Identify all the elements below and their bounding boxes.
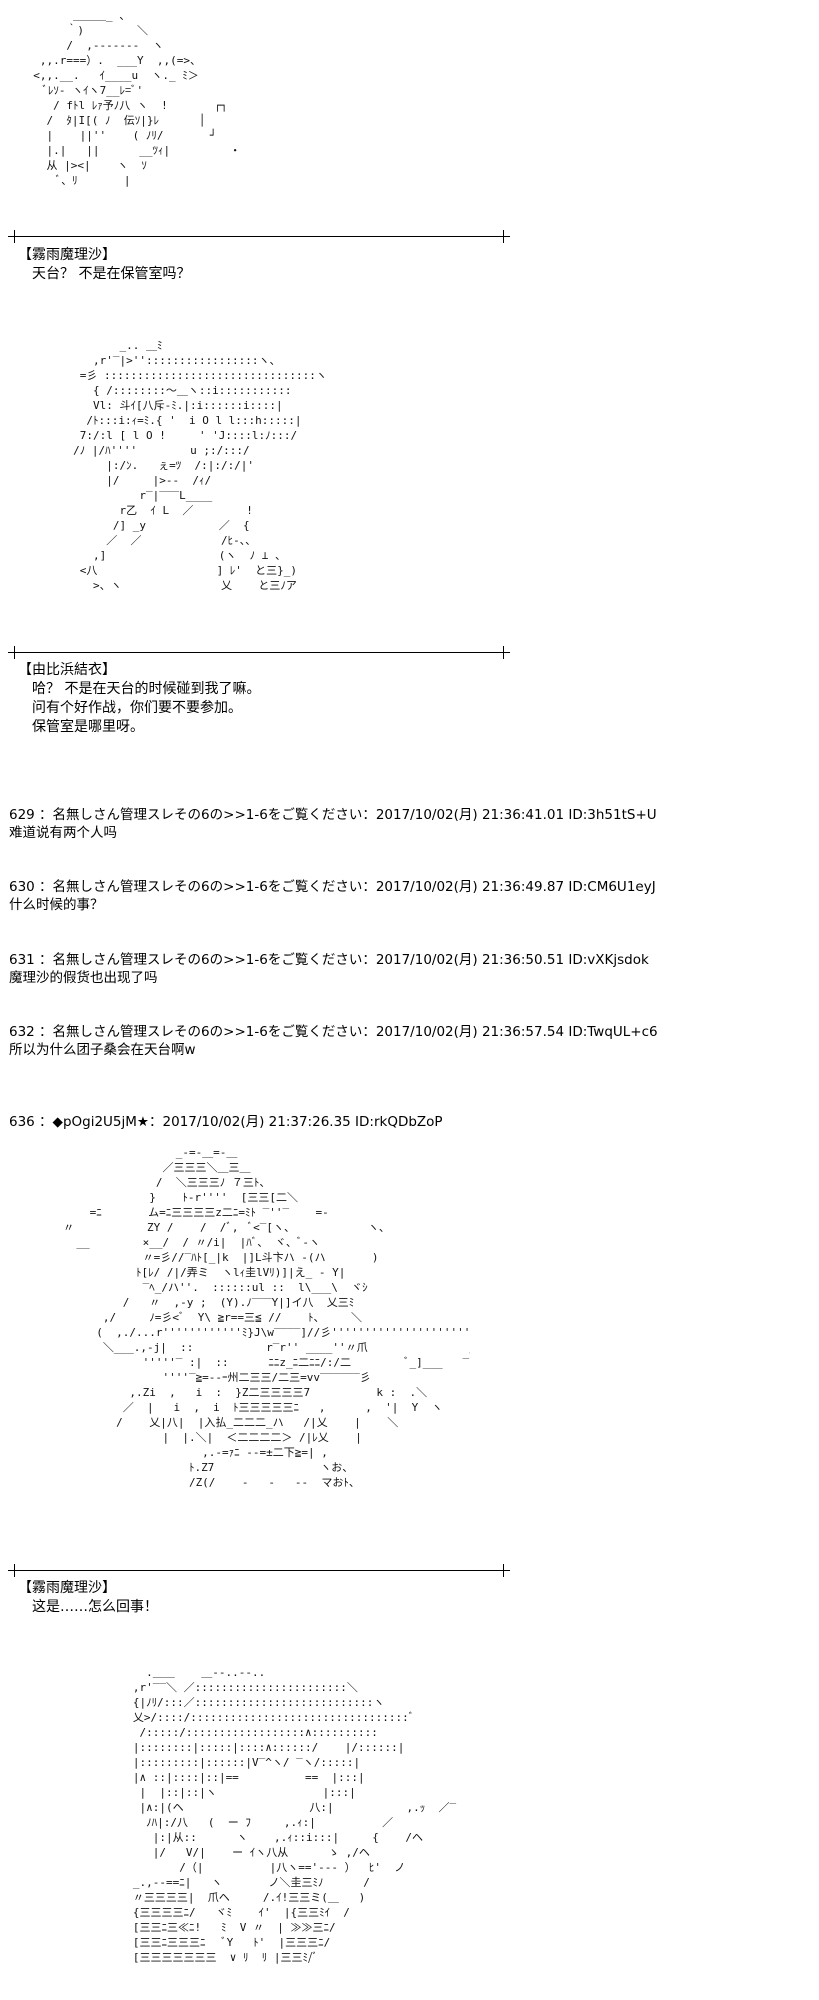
dialogue-marisa-1: 【霧雨魔理沙】 天台？ 不是在保管室吗？	[18, 246, 190, 284]
post-header: 630 ：名無しさん管理スレその6の>>1-6をご覧ください：2017/10/0…	[9, 879, 656, 895]
post-body: 难道说有两个人吗	[9, 825, 117, 841]
post-header: 629 ：名無しさん管理スレその6の>>1-6をご覧ください：2017/10/0…	[9, 807, 657, 823]
ascii-art-marisa-1: ＿＿＿_ 、 ｀) ＼ / ,------- ヽ ,,.r===）. ___Y …	[33, 9, 241, 187]
dialogue-marisa-2: 【霧雨魔理沙】 这是……怎么回事！	[18, 1579, 158, 1617]
speaker-name: 【霧雨魔理沙】	[18, 1580, 116, 1596]
post-629: 629 ：名無しさん管理スレその6の>>1-6をご覧ください：2017/10/0…	[9, 806, 657, 842]
speaker-name: 【由比浜結衣】	[18, 662, 116, 678]
speaker-name: 【霧雨魔理沙】	[18, 247, 116, 263]
section-divider	[8, 646, 510, 659]
ascii-art-sketch-1: .＿＿ ＿--..--.. ,r'‾‾＼ ／::::::::::::::::::…	[132, 1666, 457, 1964]
post-body: 所以为什么团子桑会在天台啊w	[9, 1042, 196, 1058]
post-body: 魔理沙的假货也出现了吗	[9, 970, 158, 986]
post-630: 630 ：名無しさん管理スレその6の>>1-6をご覧ください：2017/10/0…	[9, 878, 656, 914]
ascii-art-marisa-2: _-=‐＿=‐＿ ／三三三＼＿三＿ / ＼三三三ﾉ ７三ﾄ、 } ﾄ-r''''…	[63, 1146, 470, 1489]
dialogue-line: 这是……怎么回事！	[32, 1599, 158, 1615]
dialogue-line: 哈？ 不是在天台的时候碰到我了嘛。	[32, 681, 261, 697]
post-header: 632 ：名無しさん管理スレその6の>>1-6をご覧ください：2017/10/0…	[9, 1024, 658, 1040]
post-header: 636 ：◆pOgi2U5jM★：2017/10/02(月) 21:37:26.…	[9, 1114, 443, 1130]
dialogue-yui-1: 【由比浜結衣】 哈？ 不是在天台的时候碰到我了嘛。 问有个好作战，你们要不要参加…	[18, 661, 260, 737]
section-divider	[8, 1564, 510, 1577]
dialogue-line: 天台？ 不是在保管室吗？	[32, 266, 191, 282]
dialogue-line: 问有个好作战，你们要不要参加。	[32, 700, 242, 716]
post-header: 631 ：名無しさん管理スレその6の>>1-6をご覧ください：2017/10/0…	[9, 952, 649, 968]
post-632: 632 ：名無しさん管理スレその6の>>1-6をご覧ください：2017/10/0…	[9, 1023, 658, 1059]
post-631: 631 ：名無しさん管理スレその6の>>1-6をご覧ください：2017/10/0…	[9, 951, 649, 987]
dialogue-line: 保管室是哪里呀。	[32, 719, 144, 735]
ascii-art-yui-1: _.. ＿ﾐ ,r'‾|>'':::::::::::::::::ヽ、 =彡 ::…	[73, 339, 327, 592]
post-636: 636 ：◆pOgi2U5jM★：2017/10/02(月) 21:37:26.…	[9, 1113, 443, 1131]
section-divider	[8, 230, 510, 243]
post-body: 什么时候的事？	[9, 897, 104, 913]
